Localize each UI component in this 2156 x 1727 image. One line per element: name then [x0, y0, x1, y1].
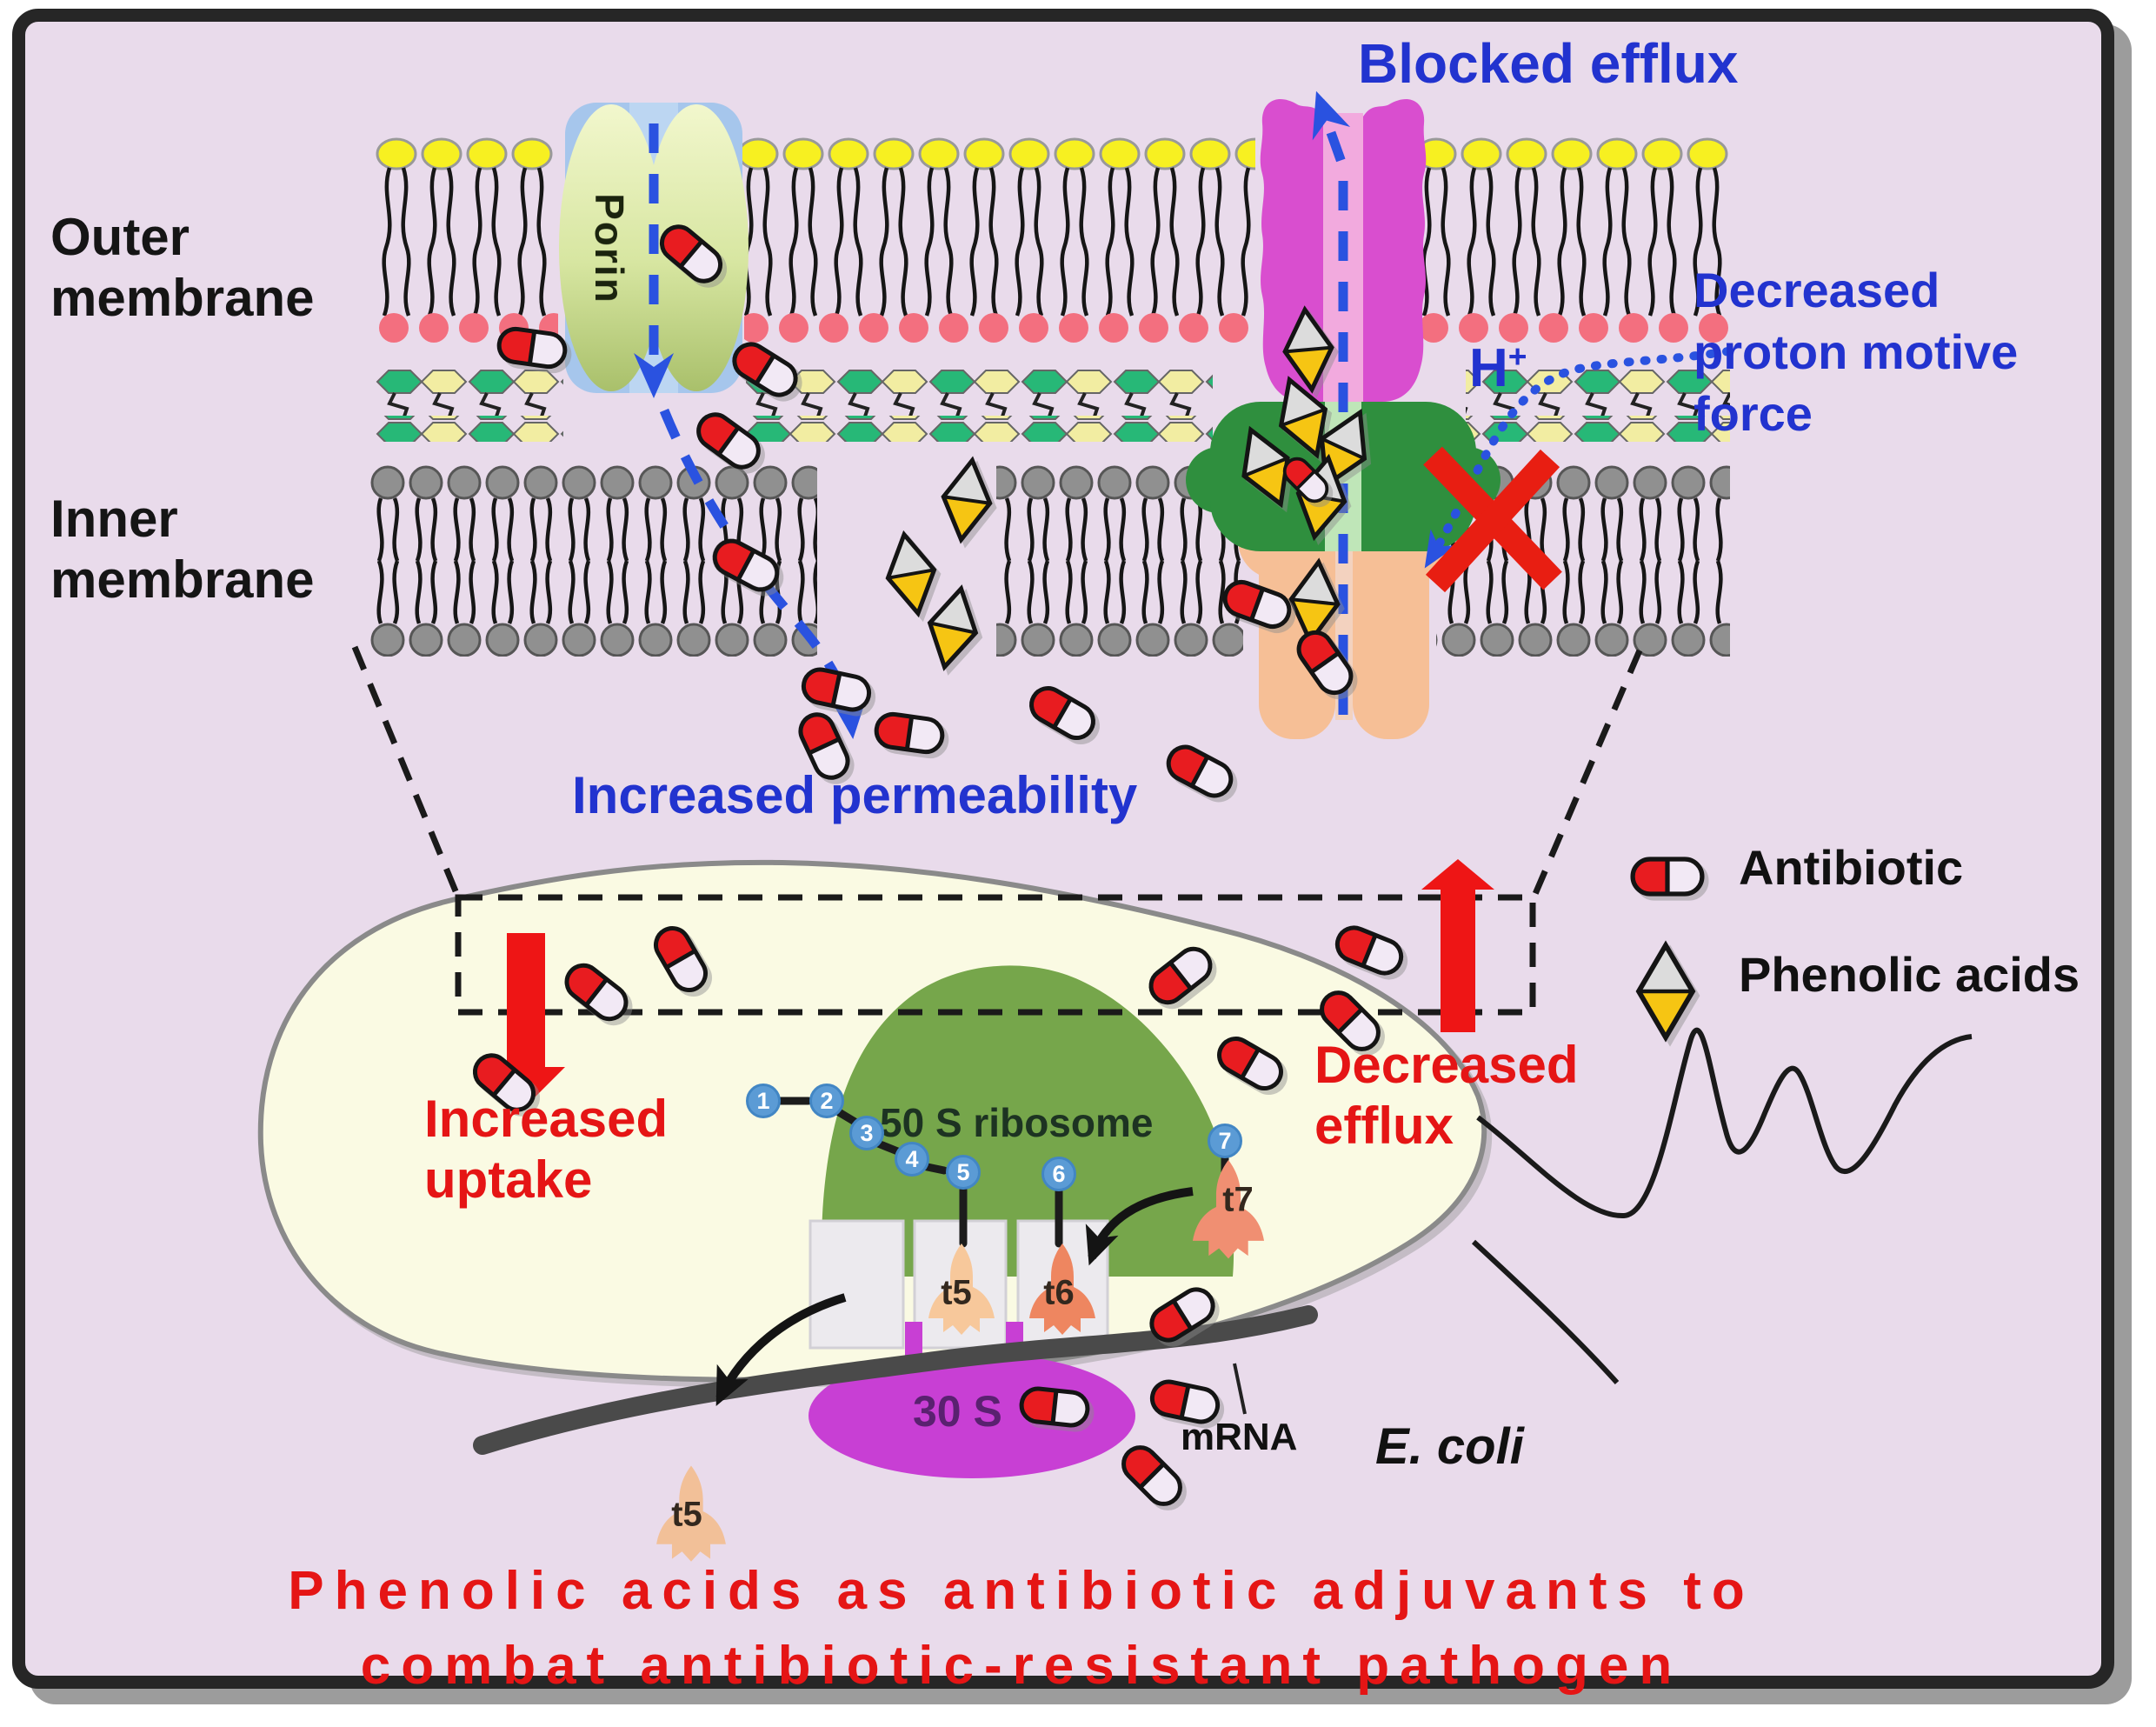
drug-flow-arrows — [634, 90, 1351, 739]
figure-title-line1: Phenolic acids as antibiotic adjuvants t… — [288, 1561, 1755, 1621]
trna-t6-label: t6 — [1043, 1273, 1075, 1312]
increased-permeability-label: Increased permeability — [572, 766, 1138, 824]
antibiotic-capsule-icon — [1020, 1387, 1089, 1427]
phenolic-acid-icon — [938, 457, 995, 543]
mrna-label-line — [1233, 1363, 1247, 1415]
step-circle-6: 6 — [1041, 1157, 1076, 1191]
ribosome-50s-body — [821, 965, 1234, 1277]
step-circle-5: 5 — [946, 1155, 981, 1190]
inner-membrane-entry-arrow — [659, 408, 868, 739]
step-circle-3: 3 — [849, 1116, 884, 1150]
legend-phenolic-acid-icon — [1639, 945, 1693, 1037]
outer-membrane-layer — [374, 135, 1730, 344]
trna-movement-arrows — [715, 1187, 1194, 1407]
antibiotic-capsule-icon — [801, 667, 872, 713]
antibiotic-capsule-icon — [1163, 741, 1237, 801]
increased-uptake-arrow — [487, 933, 565, 1106]
pmf-line1: Decreased — [1694, 263, 1940, 317]
trna-site-e — [808, 1219, 905, 1350]
figure-title-line2: combat antibiotic-resistant pathogen — [360, 1636, 1683, 1696]
uptake-line1: Increased — [424, 1090, 669, 1148]
peptidoglycan-layer — [376, 369, 1730, 442]
inner-membrane-label: Inner membrane — [50, 489, 314, 610]
porin-label: Porin — [587, 193, 632, 304]
legend-phenolic-label: Phenolic acids — [1739, 947, 2080, 1002]
inner-membrane-line2: membrane — [50, 550, 315, 609]
legend-icons — [1633, 859, 1702, 1037]
defflux-line2: efflux — [1314, 1097, 1454, 1156]
ribosome-30s-body — [808, 1353, 1135, 1478]
proton-label: H+ — [1469, 337, 1527, 399]
mrna-strand — [473, 1305, 1318, 1455]
pmf-line2: proton motive — [1694, 324, 2019, 380]
decreased-pmf-label: Decreased proton motive force — [1694, 259, 2018, 444]
decreased-efflux-arrow — [1421, 859, 1494, 1032]
legend-antibiotic-capsule-icon — [1633, 859, 1702, 894]
phenolic-acid-icon — [881, 530, 941, 617]
decreased-efflux-label: Decreased efflux — [1314, 1035, 1579, 1157]
step-circle-7: 7 — [1208, 1124, 1242, 1158]
trna-t7-label: t7 — [1222, 1180, 1254, 1219]
step-circle-1: 1 — [746, 1084, 781, 1118]
antibiotic-capsule-icon — [1333, 923, 1407, 978]
uptake-line2: uptake — [424, 1150, 593, 1210]
flux-arrows — [487, 859, 1494, 1106]
proton-motive-path — [1423, 347, 1733, 593]
ecoli-label: E. coli — [1375, 1418, 1524, 1475]
defflux-line1: Decreased — [1314, 1036, 1579, 1094]
antibiotic-capsule-icon — [1026, 683, 1100, 744]
pmf-line3: force — [1694, 386, 1813, 442]
ribosome-30s-label: 30 S — [913, 1387, 1002, 1436]
ribosome-complex — [473, 965, 1318, 1562]
blocked-proton-x-icon — [1423, 446, 1562, 593]
zoom-region-dashes — [351, 645, 1643, 1016]
increased-uptake-label: Increased uptake — [424, 1089, 668, 1210]
flagellum-tail — [1471, 1239, 1620, 1385]
trna-t5-label: t5 — [941, 1273, 972, 1312]
outer-membrane-line2: membrane — [50, 268, 315, 327]
antibiotic-capsule-icon — [1117, 1441, 1188, 1511]
legend-antibiotic-label: Antibiotic — [1739, 840, 1964, 895]
phenolic-acid-icon — [922, 583, 984, 671]
proton-charge: + — [1507, 337, 1527, 375]
step-circle-4: 4 — [895, 1142, 929, 1177]
mrna-label: mRNA — [1181, 1416, 1298, 1458]
trna-t5-released-label: t5 — [671, 1495, 702, 1534]
efflux-pump-adapter — [1186, 402, 1501, 551]
antibiotic-capsule-icon — [875, 712, 945, 754]
step-circle-2: 2 — [809, 1084, 844, 1118]
blocked-efflux-label: Blocked efflux — [1358, 32, 1739, 95]
inner-membrane-line1: Inner — [50, 490, 178, 548]
outer-membrane-line1: Outer — [50, 208, 190, 266]
ribosome-50s-label: 50 S ribosome — [880, 1100, 1154, 1145]
flagellum — [1476, 1028, 1973, 1219]
proton-h: H — [1469, 338, 1508, 398]
outer-membrane-label: Outer membrane — [50, 207, 314, 328]
